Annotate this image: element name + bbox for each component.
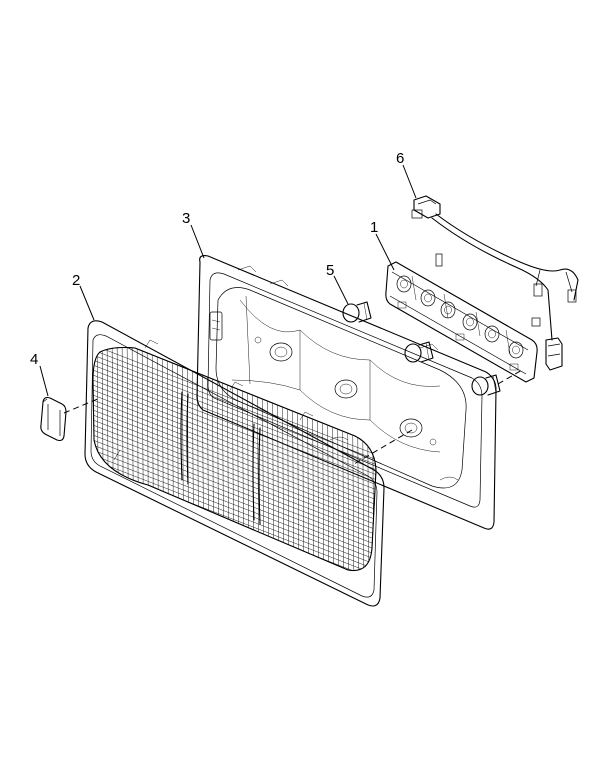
bulb-3 — [471, 374, 501, 396]
grille-rib-line — [141, 347, 145, 571]
socket-hole — [466, 317, 474, 327]
socket-boss — [508, 341, 524, 359]
grille-rib-line — [231, 347, 235, 571]
grille-louvre-line — [93, 369, 376, 491]
grille-rib-line — [351, 347, 355, 571]
grille-louvre-line — [93, 544, 376, 571]
grille-louvre-line — [93, 349, 376, 471]
callout-2: 2 — [72, 272, 80, 289]
bulb-1 — [342, 301, 372, 323]
socket-boss — [420, 289, 436, 307]
callout-3: 3 — [182, 210, 190, 227]
grille-hatching — [93, 330, 379, 600]
grille-rib-line — [326, 347, 330, 571]
grille-rib-line — [146, 347, 150, 571]
grille-louvre-line — [93, 394, 376, 516]
grille-rib-line — [366, 347, 370, 571]
grille-louvre-line — [93, 374, 376, 496]
grille-rib-line — [276, 347, 280, 571]
grille-rib-line — [316, 347, 320, 571]
bulb-alignment-line — [497, 369, 523, 385]
grille-louvre-line — [93, 554, 376, 571]
grille-rib-line — [211, 347, 215, 571]
socket-hole — [444, 305, 452, 315]
grille-rib-line — [291, 347, 295, 571]
grille-louvre-line — [93, 454, 376, 571]
grille-rib-line — [266, 347, 270, 571]
grille-rib-line — [101, 347, 105, 571]
grille-rib-line — [201, 347, 205, 571]
grille-rib-line — [111, 347, 115, 571]
housing-alignment-line — [353, 429, 413, 465]
socket-boss — [462, 313, 478, 331]
grille-louvre-line — [93, 359, 376, 481]
retaining-clip — [40, 396, 67, 442]
callout-4: 4 — [30, 351, 38, 368]
socket-board — [385, 261, 538, 383]
grille-louvre-line — [93, 444, 376, 566]
socket-hole — [424, 293, 432, 303]
grille-rib-line — [176, 347, 180, 571]
grille-louvre-line — [93, 347, 376, 461]
grille-rib-line — [151, 347, 155, 571]
grille-louvre-line — [93, 399, 376, 521]
grille-rib-line — [301, 347, 305, 571]
socket-boss — [484, 325, 500, 343]
socket-hole — [488, 329, 496, 339]
grille-louvre-line — [93, 354, 376, 476]
grille-rib-line — [341, 347, 345, 571]
grille-rib-line — [226, 347, 230, 571]
grille-rib-line — [121, 347, 125, 571]
bulbs — [342, 301, 501, 396]
grille-louvre-line — [93, 364, 376, 486]
grille-louvre-line — [93, 449, 376, 571]
leader-lines — [39, 164, 417, 397]
grille-rib-line — [161, 347, 165, 571]
grille-rib-line — [136, 347, 140, 571]
socket-boss — [396, 275, 412, 293]
clip-alignment-line — [63, 397, 101, 414]
socket-hole — [512, 345, 520, 355]
grille-rib-line — [216, 347, 220, 571]
grille-rib-line — [306, 347, 310, 571]
grille-louvre-line — [93, 559, 376, 571]
socket-hole — [400, 279, 408, 289]
grille-louvre-line — [93, 347, 376, 466]
grille-rib-line — [261, 347, 265, 571]
grille-rib-line — [166, 347, 170, 571]
callout-1: 1 — [370, 219, 378, 236]
grille-rib-line — [377, 330, 379, 600]
grille-rib-line — [171, 347, 175, 571]
grille-rib-line — [356, 347, 360, 571]
bulb-2 — [404, 341, 434, 363]
grille-louvre-line — [93, 564, 376, 571]
lens-grille — [84, 320, 385, 607]
grille-rib-line — [281, 347, 285, 571]
grille-rib-line — [236, 347, 240, 571]
callouts: 1 2 3 4 5 6 — [30, 150, 404, 368]
wiring-harness — [411, 195, 579, 371]
grille-rib-line — [296, 347, 300, 571]
callout-6: 6 — [396, 150, 404, 167]
grille-rib-line — [241, 347, 245, 571]
grille-rib-line — [126, 347, 130, 571]
grille-louvre-line — [93, 389, 376, 511]
callout-5: 5 — [326, 262, 334, 279]
